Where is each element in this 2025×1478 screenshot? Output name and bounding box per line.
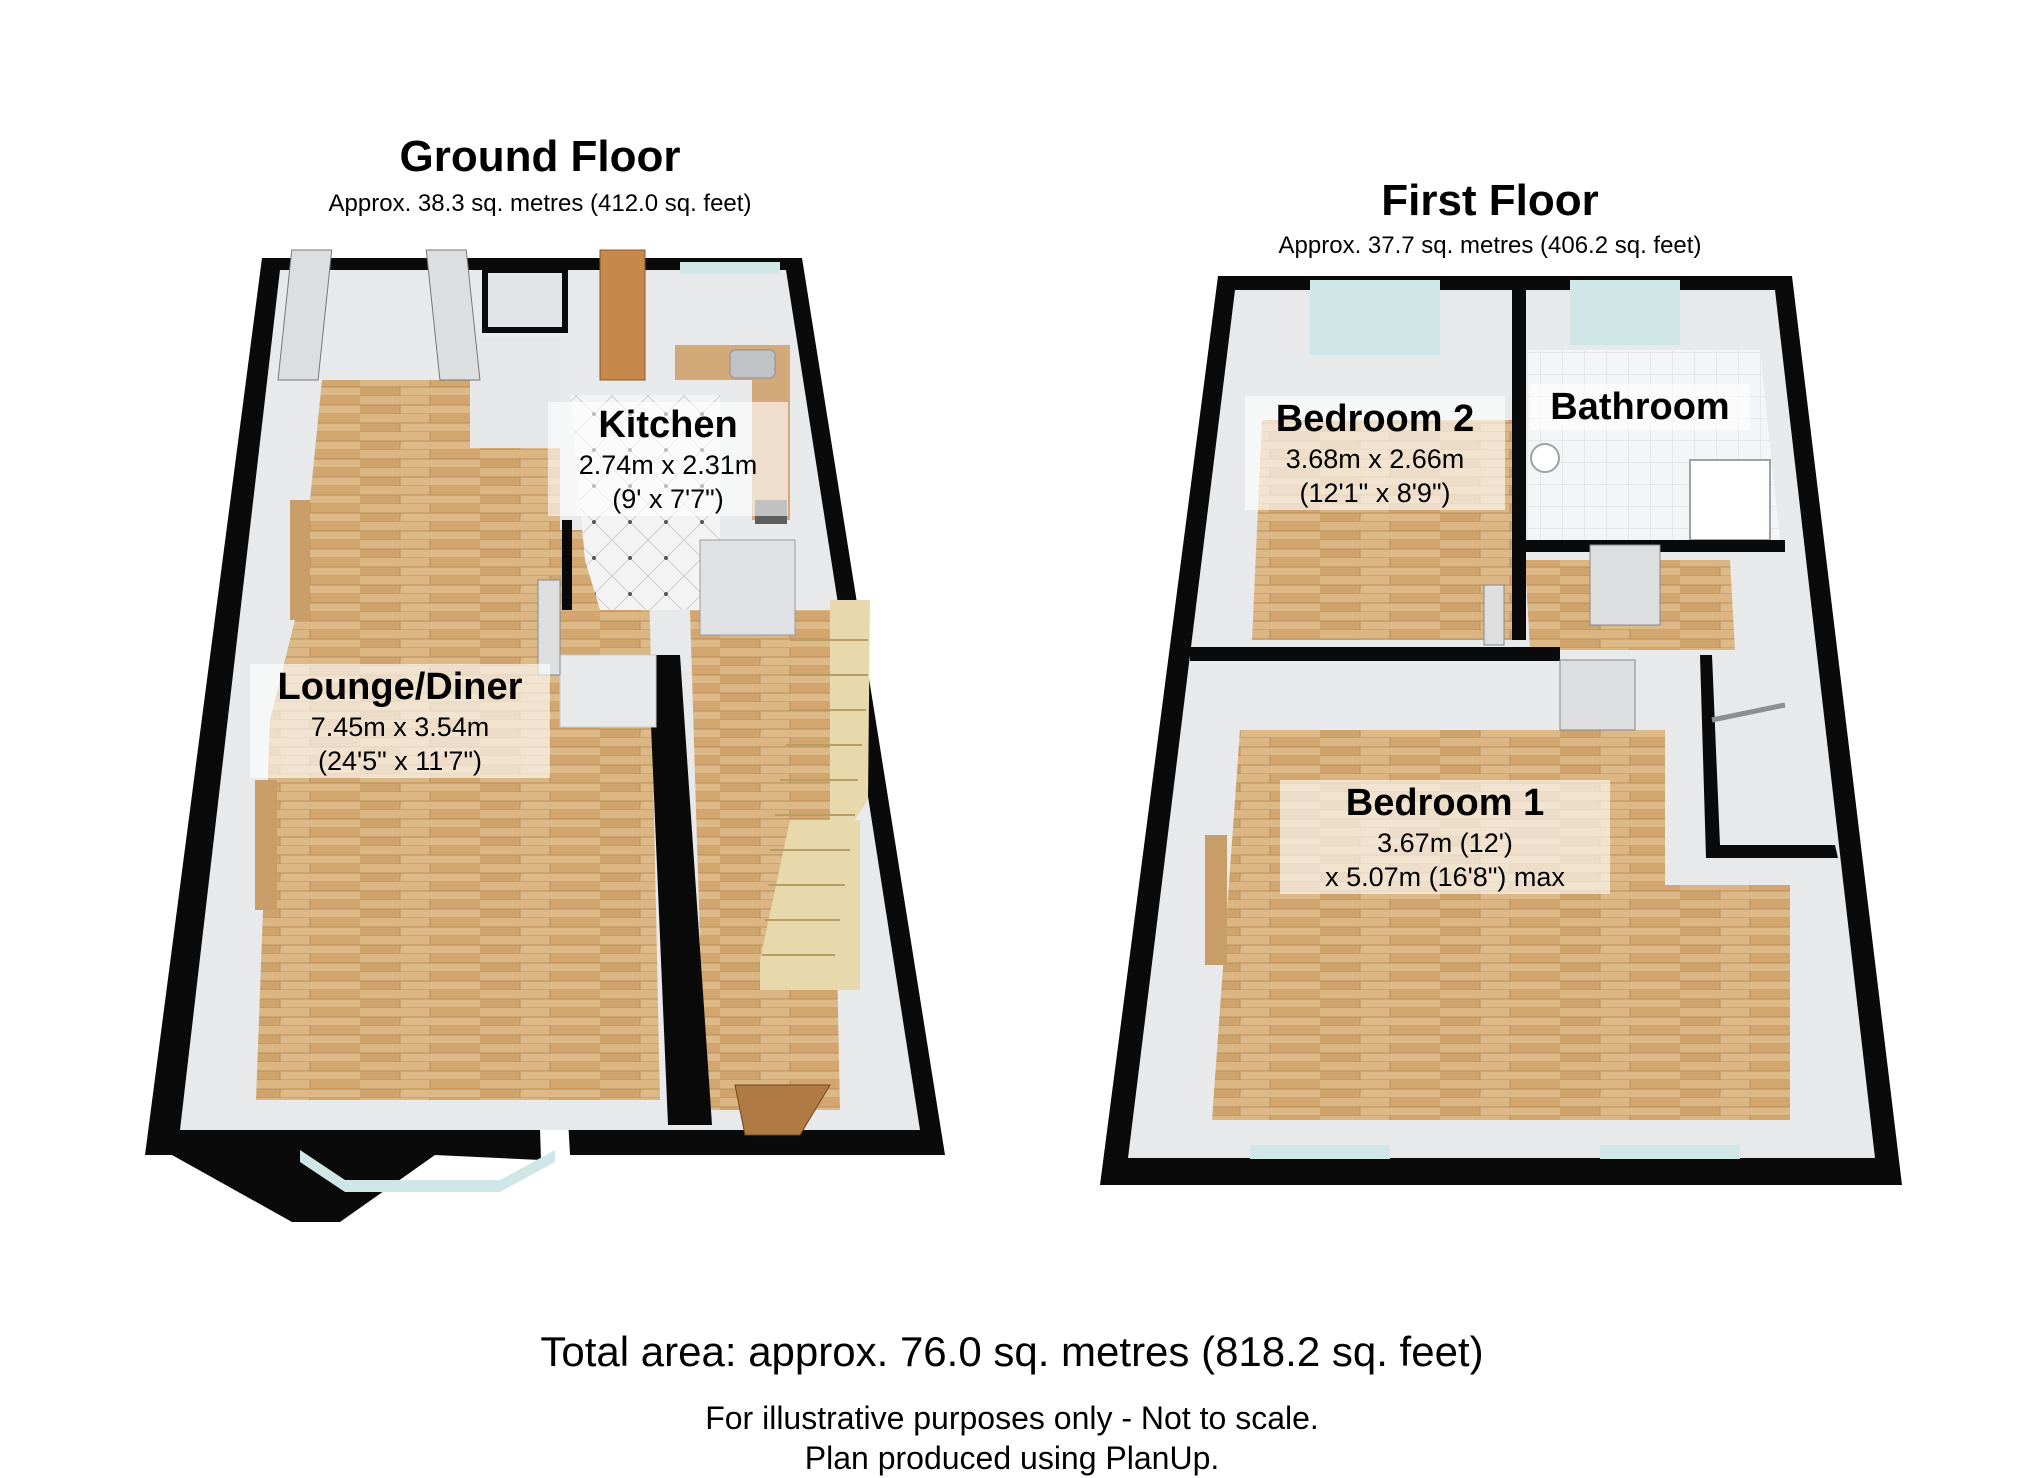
total-area: Total area: approx. 76.0 sq. metres (818… (540, 1328, 1484, 1375)
lounge-diner-label: Lounge/Diner 7.45m x 3.54m (24'5" x 11'7… (250, 664, 550, 778)
bedroom2-window (1310, 280, 1440, 355)
french-door-right (425, 249, 481, 381)
first-wall-cupboard (1700, 655, 1838, 858)
room-name: Kitchen (548, 402, 788, 448)
produced-by-note: Plan produced using PlanUp. (804, 1440, 1220, 1476)
ground-kitchen-wall (562, 520, 572, 610)
bedroom1-window-left (1250, 1145, 1390, 1159)
kitchen-sink (729, 349, 776, 379)
room-dimensions-imperial: x 5.07m (16'8") max (1280, 860, 1610, 894)
bath (1689, 459, 1771, 541)
bathroom-label: Bathroom (1530, 384, 1750, 430)
room-dimensions: 2.74m x 2.31m (548, 448, 788, 482)
ground-central-wall (648, 655, 712, 1125)
first-floor-area: Approx. 37.7 sq. metres (406.2 sq. feet) (1278, 232, 1702, 259)
bedroom1-label: Bedroom 1 3.67m (12') x 5.07m (16'8") ma… (1280, 780, 1610, 894)
bathroom-door (1589, 544, 1661, 626)
front-door (734, 1084, 831, 1136)
bathroom-window (1570, 280, 1680, 345)
room-dimensions-imperial: (9' x 7'7") (548, 482, 788, 516)
ground-cupboard (482, 267, 568, 333)
bedroom1-window-right (1600, 1145, 1740, 1159)
stair-cupboard (699, 539, 796, 636)
back-door (599, 249, 646, 381)
cupboard-rail (1711, 702, 1786, 723)
ground-stairs (760, 600, 870, 990)
basin (1530, 443, 1560, 473)
room-dimensions-imperial: (12'1" x 8'9") (1245, 476, 1505, 510)
lounge-shelf-upper (290, 500, 310, 620)
lounge-door (537, 579, 561, 676)
room-dimensions: 3.68m x 2.66m (1245, 442, 1505, 476)
room-dimensions: 3.67m (12') (1280, 826, 1610, 860)
bedroom2-door (1483, 584, 1505, 646)
room-name: Bedroom 2 (1245, 396, 1505, 442)
room-name: Bathroom (1530, 384, 1750, 430)
ground-floor-area: Approx. 38.3 sq. metres (412.0 sq. feet) (328, 190, 752, 217)
ground-chimney (470, 338, 560, 448)
french-door-left (277, 249, 333, 381)
room-name: Lounge/Diner (250, 664, 550, 710)
bedroom2-label: Bedroom 2 3.68m x 2.66m (12'1" x 8'9") (1245, 396, 1505, 510)
bedroom1-door (1559, 659, 1636, 731)
room-dimensions: 7.45m x 3.54m (250, 710, 550, 744)
ground-floor-title: Ground Floor (399, 132, 681, 181)
lounge-shelf-lower (255, 780, 277, 910)
kitchen-label: Kitchen 2.74m x 2.31m (9' x 7'7") (548, 402, 788, 516)
bedroom1-shelf (1205, 835, 1227, 965)
room-dimensions-imperial: (24'5" x 11'7") (250, 744, 550, 778)
ground-cupboard-wall (559, 654, 657, 728)
kitchen-window (680, 262, 780, 274)
disclaimer-note: For illustrative purposes only - Not to … (705, 1400, 1319, 1436)
room-name: Bedroom 1 (1280, 780, 1610, 826)
first-floor-title: First Floor (1381, 176, 1599, 225)
bay-window (300, 1150, 555, 1192)
first-wall-b1-top (1190, 647, 1560, 661)
first-wall-bath-left (1512, 290, 1526, 640)
